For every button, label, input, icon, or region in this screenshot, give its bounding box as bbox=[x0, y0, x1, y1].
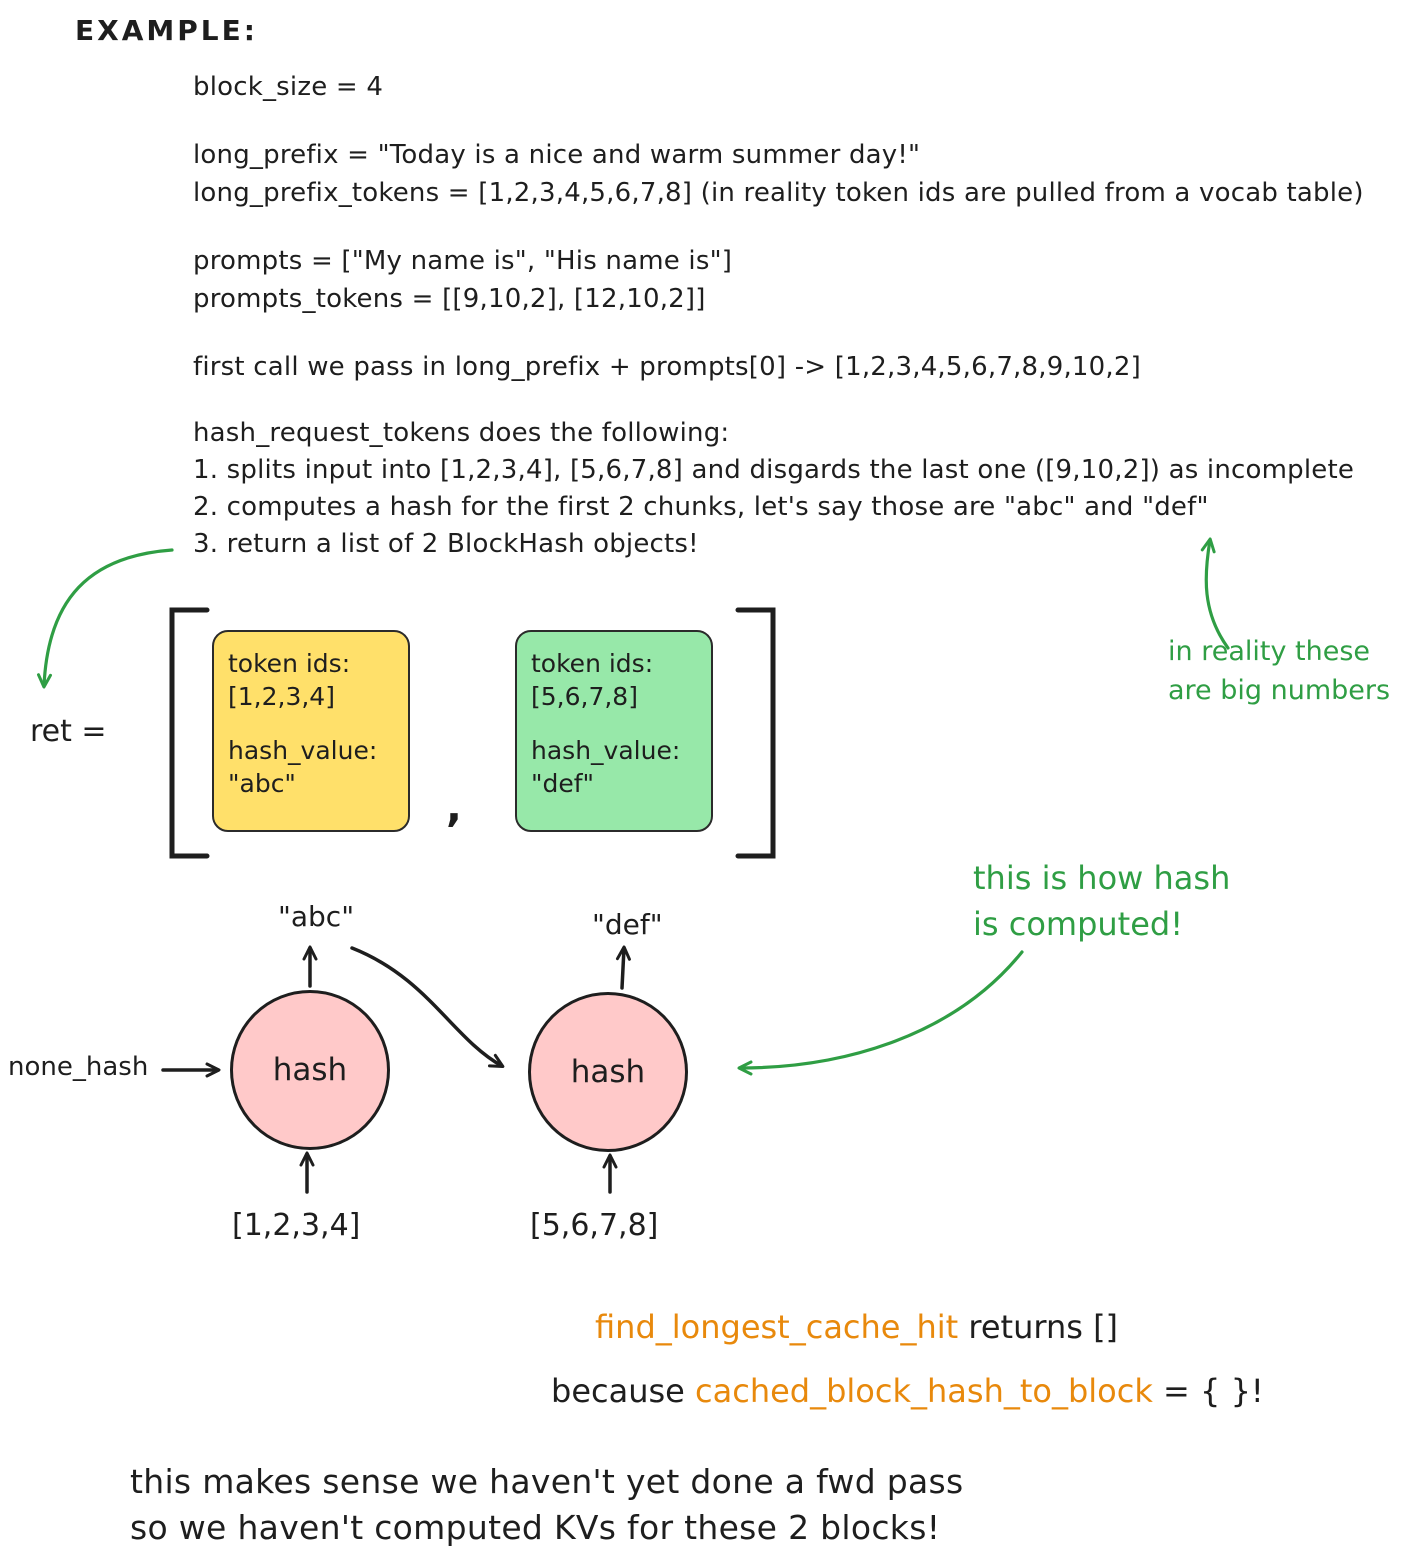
cached-var-name: cached_block_hash_to_block bbox=[695, 1372, 1153, 1410]
list-comma: , bbox=[446, 782, 462, 831]
hash-node-label: hash bbox=[272, 1052, 348, 1088]
because-text: because bbox=[551, 1372, 696, 1410]
annotation-big-numbers: in reality these are big numbers bbox=[1168, 632, 1390, 710]
code-line-step3: 3. return a list of 2 BlockHash objects! bbox=[193, 529, 699, 559]
token-ids-value: [5,6,7,8] bbox=[531, 681, 638, 711]
code-line-long-prefix-tokens: long_prefix_tokens = [1,2,3,4,5,6,7,8] (… bbox=[193, 178, 1364, 208]
code-line-prompts-tokens: prompts_tokens = [[9,10,2], [12,10,2]] bbox=[193, 284, 706, 314]
hash-node-right: hash bbox=[528, 992, 688, 1152]
token-ids-label: token ids: bbox=[228, 649, 351, 678]
arrow-how-hash-pointer bbox=[737, 950, 1024, 1076]
hash-output-abc: "abc" bbox=[278, 900, 355, 933]
hash-node-left: hash bbox=[230, 990, 390, 1150]
blockhash-card-abc: token ids: [1,2,3,4] hash_value: "abc" bbox=[212, 630, 410, 832]
none-hash-label: none_hash bbox=[8, 1052, 149, 1082]
annotation-how-hash: this is how hash is computed! bbox=[973, 855, 1230, 948]
page-title: EXAMPLE: bbox=[75, 14, 258, 47]
annotation-how-hash-line1: this is how hash bbox=[973, 859, 1231, 897]
annotation-big-numbers-line1: in reality these bbox=[1168, 636, 1370, 667]
arrow-step3-to-ret bbox=[37, 548, 174, 689]
code-line-step2: 2. computes a hash for the first 2 chunk… bbox=[193, 492, 1209, 522]
list-bracket-right bbox=[735, 607, 776, 859]
find-longest-cache-hit-line: find_longest_cache_hit returns [] bbox=[595, 1308, 1118, 1346]
hash-value: "def" bbox=[531, 768, 595, 798]
because-line: because cached_block_hash_to_block = { }… bbox=[551, 1372, 1264, 1410]
hash-value-label: hash_value: bbox=[228, 736, 378, 765]
hash-value: "abc" bbox=[228, 768, 296, 798]
annotation-how-hash-line2: is computed! bbox=[973, 905, 1184, 944]
token-ids-label: token ids: bbox=[531, 649, 654, 678]
find-fn-name: find_longest_cache_hit bbox=[595, 1308, 959, 1346]
annotation-big-numbers-line2: are big numbers bbox=[1168, 675, 1391, 707]
closing-line1: this makes sense we haven't yet done a f… bbox=[130, 1462, 964, 1501]
code-line-hash-request: hash_request_tokens does the following: bbox=[193, 418, 730, 448]
closing-line2: so we haven't computed KVs for these 2 b… bbox=[130, 1508, 941, 1547]
hash-value-label: hash_value: bbox=[531, 736, 681, 765]
card-spacer bbox=[228, 713, 394, 735]
hash-node-label: hash bbox=[570, 1054, 646, 1090]
token-ids-value: [1,2,3,4] bbox=[228, 681, 335, 711]
hash-output-def: "def" bbox=[592, 908, 663, 941]
arrow-right-hash-output bbox=[615, 945, 631, 990]
code-line-block-size: block_size = 4 bbox=[193, 72, 384, 102]
find-fn-result: returns [] bbox=[958, 1308, 1119, 1346]
token-input-left: [1,2,3,4] bbox=[232, 1208, 361, 1243]
code-line-first-call: first call we pass in long_prefix + prom… bbox=[193, 352, 1141, 382]
blockhash-card-def: token ids: [5,6,7,8] hash_value: "def" bbox=[515, 630, 713, 832]
code-line-step1: 1. splits input into [1,2,3,4], [5,6,7,8… bbox=[193, 455, 1355, 485]
list-bracket-left bbox=[169, 607, 210, 859]
code-line-long-prefix: long_prefix = "Today is a nice and warm … bbox=[193, 140, 921, 170]
code-line-prompts: prompts = ["My name is", "His name is"] bbox=[193, 246, 733, 276]
ret-label: ret = bbox=[30, 714, 107, 749]
token-input-right: [5,6,7,8] bbox=[530, 1208, 659, 1243]
empty-dict-text: = { }! bbox=[1152, 1372, 1264, 1410]
card-spacer bbox=[531, 713, 697, 735]
